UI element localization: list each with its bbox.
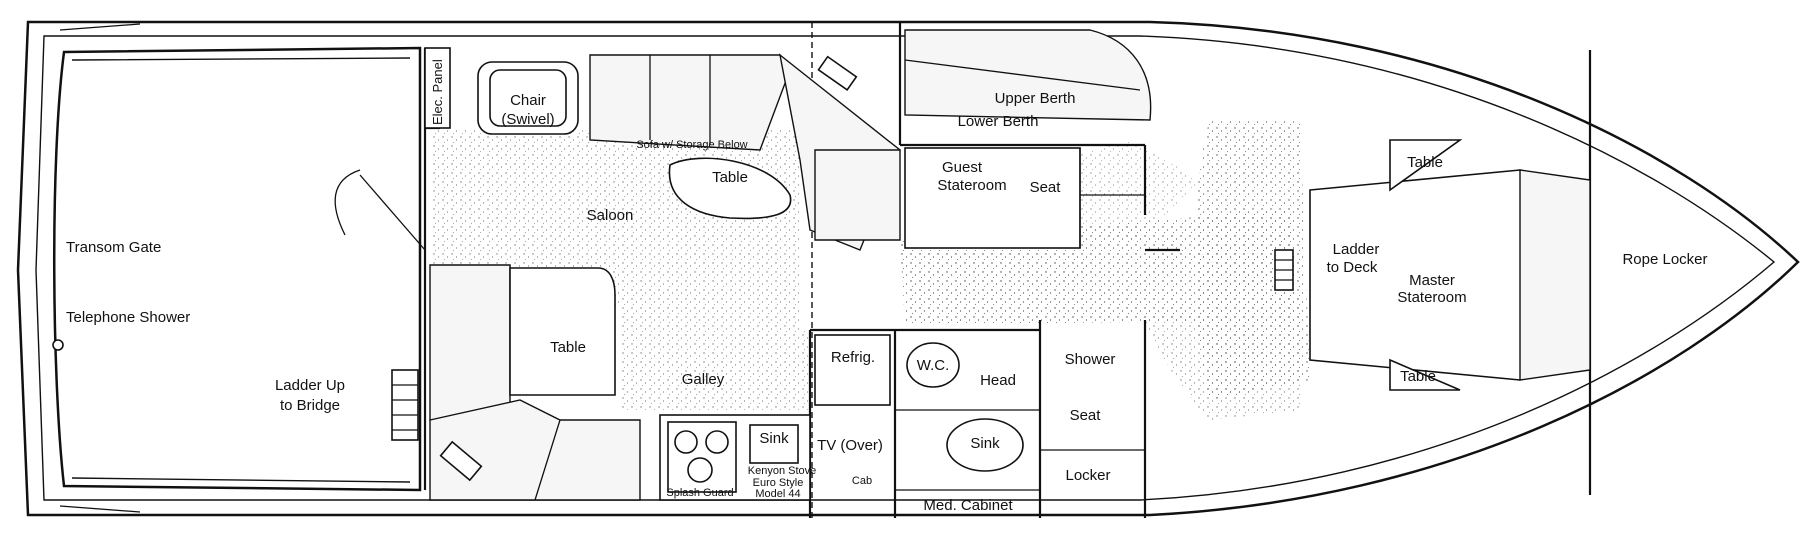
label-splash-guard: Splash Guard: [666, 487, 733, 499]
label-master-1: Master: [1409, 272, 1455, 289]
label-chair: Chair: [510, 92, 546, 109]
furniture: [52, 29, 1591, 501]
label-tv: TV (Over): [817, 437, 883, 454]
label-ladder-bridge-2: to Bridge: [280, 397, 340, 414]
label-saloon: Saloon: [587, 207, 634, 224]
label-guest-2: Stateroom: [937, 177, 1006, 194]
label-kenyon-2: Euro Style: [753, 477, 804, 489]
label-table-saloon: Table: [712, 169, 748, 186]
label-galley: Galley: [682, 371, 725, 388]
label-locker: Locker: [1065, 467, 1110, 484]
label-table-dinette: Table: [550, 339, 586, 356]
label-transom-gate: Transom Gate: [66, 239, 161, 256]
hull-outline: [16, 20, 1800, 517]
label-upper-berth: Upper Berth: [995, 90, 1076, 107]
label-rope-locker: Rope Locker: [1622, 251, 1707, 268]
label-seat-head: Seat: [1070, 407, 1102, 424]
label-guest-1: Guest: [942, 159, 983, 176]
label-chair-sub: (Swivel): [501, 111, 554, 128]
label-seat-guest: Seat: [1030, 179, 1062, 196]
label-sofa: Sofa w/ Storage Below: [636, 139, 747, 151]
label-lower-berth: Lower Berth: [958, 113, 1039, 130]
label-table-fwd-bottom: Table: [1400, 368, 1436, 385]
label-ladder-deck-1: Ladder: [1333, 241, 1380, 258]
label-ladder-deck-2: to Deck: [1327, 259, 1378, 276]
label-elec-panel: Elec. Panel: [430, 59, 445, 125]
label-sink-head: Sink: [970, 435, 1000, 452]
label-wc: W.C.: [917, 357, 950, 374]
label-head: Head: [980, 372, 1016, 389]
label-kenyon-3: Model 44: [755, 488, 800, 500]
interior-walls: [423, 22, 1592, 518]
label-med-cabinet: Med. Cabinet: [923, 497, 1013, 514]
label-table-fwd-top: Table: [1407, 154, 1443, 171]
label-telephone-shower: Telephone Shower: [66, 309, 190, 326]
label-cab: Cab: [852, 475, 872, 487]
label-kenyon-1: Kenyon Stove: [748, 465, 817, 477]
label-master-2: Stateroom: [1397, 289, 1466, 306]
label-ladder-bridge-1: Ladder Up: [275, 377, 345, 394]
label-shower: Shower: [1065, 351, 1116, 368]
room-labels: Elec. Panel Chair (Swivel) Sofa w/ Stora…: [66, 59, 1708, 514]
label-refrig: Refrig.: [831, 349, 875, 366]
label-sink-galley: Sink: [759, 430, 789, 447]
